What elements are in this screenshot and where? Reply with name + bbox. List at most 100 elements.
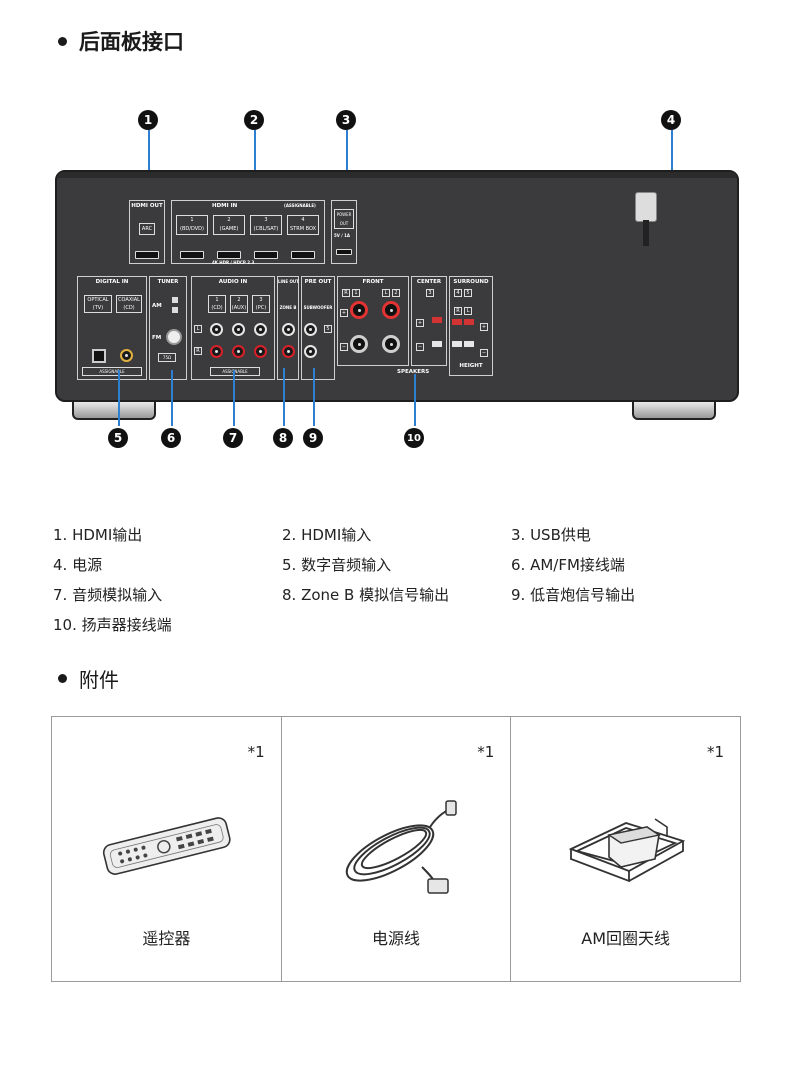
leader-line-1 — [148, 130, 150, 180]
digital-in-label: DIGITAL IN — [95, 279, 129, 285]
audio-in-2-tag: 2(AUX) — [230, 295, 248, 313]
surround-minus-tag: − — [480, 349, 488, 357]
part-5: 5. 数字音频输入 — [282, 556, 392, 574]
callout-6: 6 — [161, 428, 181, 448]
audio-in-1-right[interactable] — [210, 345, 223, 358]
hdmi-out-port[interactable] — [135, 251, 159, 259]
front-minus-tag: − — [340, 343, 348, 351]
audio-in-3-right[interactable] — [254, 345, 267, 358]
power-inlet — [635, 192, 657, 222]
accessories-title: 附件 — [58, 664, 119, 693]
callout-8: 8 — [273, 428, 293, 448]
leader-line-7 — [233, 370, 235, 426]
height-label: HEIGHT — [459, 363, 483, 369]
part-3: 3. USB供电 — [511, 526, 591, 544]
coaxial-tag: COAXIAL(CD) — [116, 295, 142, 313]
power-out-tag: POWER OUT — [334, 209, 354, 229]
audio-in-block: AUDIO IN 1(CD) 2(AUX) 3(PC) L R ASSIGNAB… — [191, 276, 275, 380]
accessory-cell-remote: *1 遥控器 — [52, 717, 282, 981]
leader-line-9 — [313, 368, 315, 426]
part-9: 9. 低音炮信号输出 — [511, 586, 636, 604]
power-cord-icon — [643, 220, 649, 246]
audio-in-1-left[interactable] — [210, 323, 223, 336]
surround-left-plus-clip[interactable] — [464, 319, 474, 325]
callout-4: 4 — [661, 110, 681, 130]
front-left-plus-post[interactable] — [382, 301, 400, 319]
surround-left-minus-clip[interactable] — [464, 341, 474, 347]
tuner-label: TUNER — [157, 279, 179, 285]
center-minus-tag: − — [416, 343, 424, 351]
optical-port[interactable] — [92, 349, 106, 363]
speakers-label: SPEAKERS — [397, 369, 430, 375]
remote-control-icon — [102, 817, 231, 875]
leader-line-10 — [414, 374, 416, 426]
hdmi-in-port-3[interactable] — [254, 251, 278, 259]
front-label: FRONT — [362, 279, 384, 285]
hdcp-label: 4K HDR / HDCP 2.3 — [212, 260, 255, 265]
zone-b-left-jack[interactable] — [282, 323, 295, 336]
am-terminal-2[interactable] — [172, 307, 178, 313]
subwoofer-jack-1[interactable] — [304, 323, 317, 336]
callout-2: 2 — [244, 110, 264, 130]
front-left-minus-post[interactable] — [382, 335, 400, 353]
am-terminal-1[interactable] — [172, 297, 178, 303]
bullet-icon — [58, 674, 67, 683]
fm-antenna-port[interactable] — [166, 329, 182, 345]
part-4: 4. 电源 — [53, 556, 103, 574]
audio-in-label: AUDIO IN — [218, 279, 248, 285]
pre-out-block: PRE OUT SUBWOOFER 5 — [301, 276, 335, 380]
subwoofer-label: SUBWOOFER — [303, 305, 333, 310]
power-cord-icon — [345, 800, 457, 894]
callout-1: 1 — [138, 110, 158, 130]
accessories-table: *1 遥控器 *1 — [51, 716, 741, 982]
hdmi-in-label: HDMI IN — [212, 203, 238, 209]
surround-l-tag: L — [464, 307, 472, 315]
part-8: 8. Zone B 模拟信号输出 — [282, 586, 450, 604]
center-speaker-block: CENTER 3 + − — [411, 276, 447, 366]
subwoofer-jack-2[interactable] — [304, 345, 317, 358]
center-plus-tag: + — [416, 319, 424, 327]
left-foot — [72, 402, 156, 420]
hdmi-in-2-tag: 2(GAME) — [213, 215, 245, 235]
surround-right-plus-clip[interactable] — [452, 319, 462, 325]
line-out-label: LINE OUT — [278, 279, 299, 284]
optical-tag: OPTICAL(TV) — [84, 295, 112, 313]
surround-right-minus-clip[interactable] — [452, 341, 462, 347]
left-channel-tag: L — [194, 325, 202, 333]
surround-plus-tag: + — [480, 323, 488, 331]
rear-panel-title-text: 后面板接口 — [79, 30, 184, 54]
usb-power-port[interactable] — [336, 249, 352, 255]
center-minus-clip[interactable] — [432, 341, 442, 347]
zone-b-right-jack[interactable] — [282, 345, 295, 358]
leader-line-6 — [171, 370, 173, 426]
hdmi-in-1-tag: 1(BD/DVD) — [176, 215, 208, 235]
front-l-num: 2 — [392, 289, 400, 297]
audio-in-3-left[interactable] — [254, 323, 267, 336]
callout-7: 7 — [223, 428, 243, 448]
accessory-cell-am-antenna: *1 AM回圈天线 — [511, 717, 740, 981]
leader-line-4 — [671, 130, 673, 208]
accessory-name: 遥控器 — [142, 929, 191, 948]
audio-in-2-left[interactable] — [232, 323, 245, 336]
front-right-minus-post[interactable] — [350, 335, 368, 353]
front-right-plus-post[interactable] — [350, 301, 368, 319]
accessory-name: 电源线 — [372, 929, 421, 948]
bullet-icon — [58, 36, 67, 46]
front-r-tag: R — [342, 289, 350, 297]
front-speakers-block: FRONT R 1 L 2 + − — [337, 276, 409, 366]
audio-in-2-right[interactable] — [232, 345, 245, 358]
right-foot — [632, 402, 716, 420]
rear-panel-title: 后面板接口 — [58, 26, 184, 56]
callout-3: 3 — [336, 110, 356, 130]
hdmi-in-port-1[interactable] — [180, 251, 204, 259]
subwoofer-num-tag: 5 — [324, 325, 332, 333]
part-1: 1. HDMI输出 — [53, 526, 143, 544]
center-plus-clip[interactable] — [432, 317, 442, 323]
coaxial-port[interactable] — [120, 349, 133, 362]
front-r-num: 1 — [352, 289, 360, 297]
accessory-cell-power-cord: *1 电源线 — [282, 717, 512, 981]
hdmi-in-port-4[interactable] — [291, 251, 315, 259]
callout-10: 10 — [404, 428, 424, 448]
hdmi-in-port-2[interactable] — [217, 251, 241, 259]
